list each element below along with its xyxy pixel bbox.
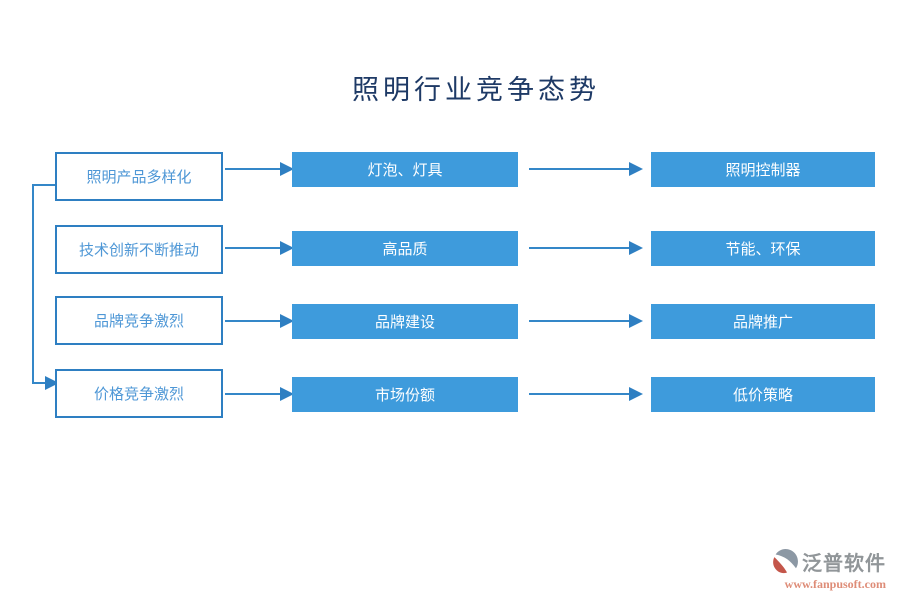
left-box-4: 价格竞争激烈 bbox=[55, 369, 223, 418]
middle-box-4: 市场份额 bbox=[292, 377, 518, 412]
right-box-2: 节能、环保 bbox=[651, 231, 875, 266]
middle-box-2: 高品质 bbox=[292, 231, 518, 266]
bracket-connector-box1-to-box4 bbox=[32, 184, 59, 390]
watermark: 泛普软件 www.fanpusoft.com bbox=[772, 547, 886, 592]
watermark-url: www.fanpusoft.com bbox=[784, 577, 886, 591]
right-box-1: 照明控制器 bbox=[651, 152, 875, 187]
left-box-2: 技术创新不断推动 bbox=[55, 225, 223, 274]
left-box-1: 照明产品多样化 bbox=[55, 152, 223, 201]
middle-box-1: 灯泡、灯具 bbox=[292, 152, 518, 187]
left-box-3: 品牌竞争激烈 bbox=[55, 296, 223, 345]
diagram-title: 照明行业竞争态势 bbox=[352, 75, 600, 105]
watermark-brand: 泛普软件 bbox=[802, 553, 886, 575]
middle-box-3: 品牌建设 bbox=[292, 304, 518, 339]
fanpu-logo-icon bbox=[772, 548, 799, 575]
right-box-4: 低价策略 bbox=[651, 377, 875, 412]
right-box-3: 品牌推广 bbox=[651, 304, 875, 339]
